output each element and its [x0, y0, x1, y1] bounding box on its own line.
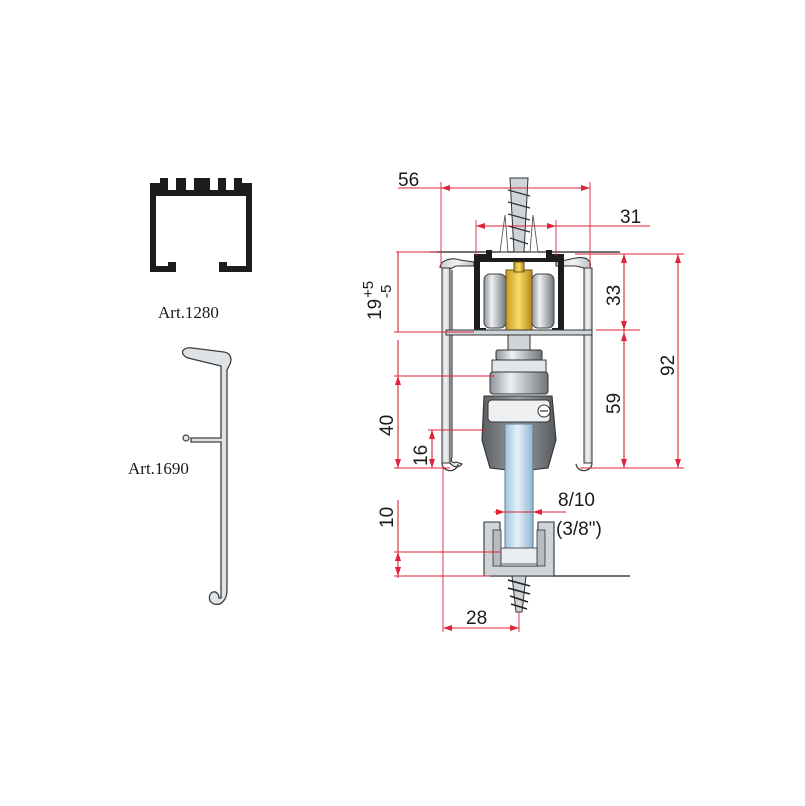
glass-panel	[504, 423, 534, 557]
profile-1690	[181, 347, 232, 606]
cover-profile-left	[439, 258, 475, 472]
track-1280	[474, 250, 564, 332]
brass-carriage	[505, 269, 533, 335]
base-plate	[445, 329, 593, 336]
floor-guide	[483, 521, 555, 577]
profile-1280-label: Art.1280	[158, 303, 219, 322]
profile-1280-foot-left	[150, 266, 176, 272]
dim-tolerance: 19 +5 -5	[360, 281, 395, 320]
wheel-right	[531, 273, 555, 329]
profile-1280	[150, 178, 252, 272]
dim-top-width: 56	[398, 170, 419, 191]
assembly-section	[430, 177, 630, 613]
dim-glass-thickness-inch: (3/8")	[556, 519, 602, 540]
floor-screw	[507, 575, 531, 613]
dim-guide-width: 28	[466, 608, 487, 629]
brass-top	[513, 261, 525, 273]
dim-guide-height: 10	[377, 507, 398, 528]
profile-1690-label: Art.1690	[128, 459, 189, 478]
wheel-left	[483, 273, 507, 329]
hanger-bolt	[489, 334, 549, 395]
dim-upper-height: 33	[604, 285, 625, 306]
dimension-lines	[394, 182, 684, 632]
profile-1280-lip-left	[168, 262, 176, 272]
profile-1690-shape	[181, 347, 232, 606]
dim-tolerance-plus: +5	[360, 281, 377, 298]
dim-inner-width: 31	[620, 207, 641, 228]
dim-hanger-height: 40	[377, 415, 398, 436]
dim-glass-thickness: 8/10	[558, 490, 595, 511]
dim-tolerance-minus: -5	[378, 285, 395, 298]
profile-1280-shape	[150, 178, 252, 270]
profile-1280-foot-right	[219, 266, 252, 272]
dim-total-height: 92	[658, 355, 679, 376]
dim-lower-height: 59	[604, 393, 625, 414]
profile-1690-hook	[182, 434, 190, 442]
dim-tolerance-main: 19	[365, 299, 386, 320]
profile-1280-lip-right	[219, 262, 227, 272]
dim-clearance: 16	[411, 445, 432, 466]
top-screw	[499, 177, 539, 253]
